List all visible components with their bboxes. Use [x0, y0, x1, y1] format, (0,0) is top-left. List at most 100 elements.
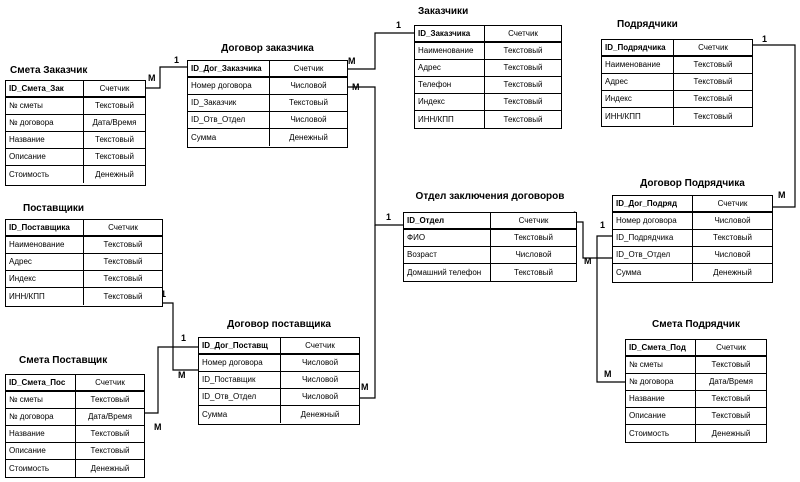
card-many-label: M — [361, 382, 369, 392]
entity-title: Договор поставщика — [227, 319, 331, 330]
field-type: Текстовый — [90, 446, 130, 455]
field-name: Наименование — [602, 57, 674, 73]
field-name: № договора — [6, 115, 84, 131]
entity-title: Договор Подрядчика — [640, 178, 745, 189]
field-type: Счетчик — [508, 28, 538, 38]
field-type: Счетчик — [698, 42, 728, 52]
card-many-label: M — [778, 190, 786, 200]
field-name: Номер договора — [199, 355, 281, 371]
field-type: Текстовый — [693, 94, 733, 103]
field-type: Текстовый — [711, 394, 751, 403]
field-name: ИНН/КПП — [415, 111, 485, 128]
field-type: Числовой — [714, 216, 751, 225]
field-name: Наименование — [415, 43, 485, 59]
field-name: ID_Отв_Отдел — [199, 389, 281, 405]
field-type: Дата/Время — [87, 412, 132, 421]
table-row: ИНН/КПП Текстовый — [415, 111, 561, 128]
card-many-label: M — [584, 256, 592, 266]
field-name: Название — [6, 426, 76, 442]
field-name: Сумма — [188, 129, 270, 146]
field-name: Стоимость — [6, 460, 76, 477]
field-name: ID_Отв_Отдел — [613, 247, 693, 263]
entity-title: Договор заказчика — [221, 43, 314, 54]
card-one-label: 1 — [161, 289, 167, 299]
field-type: Текстовый — [503, 80, 543, 89]
entity-title: Смета Заказчик — [10, 65, 88, 76]
field-type: Текстовый — [711, 411, 751, 420]
card-many-label: M — [352, 82, 360, 92]
field-name: Номер договора — [613, 213, 693, 229]
entity-title: Подрядчики — [617, 19, 678, 30]
field-type: Текстовый — [503, 97, 543, 106]
field-name: ID_Дог_Заказчика — [188, 61, 270, 76]
field-name: Наименование — [6, 237, 84, 253]
field-type: Числовой — [301, 392, 339, 401]
field-name: Возраст — [404, 247, 491, 263]
link-otdel-dogovor-zakazchika — [347, 86, 403, 226]
field-type: Дата/Время — [92, 118, 137, 127]
link-postavshchiki-dogovor-postavshchika — [163, 302, 198, 371]
field-type: Текстовый — [95, 152, 134, 161]
card-one-label: 1 — [174, 55, 180, 65]
field-type: Дата/Время — [708, 377, 753, 386]
field-name: ID_Смета_Зак — [6, 81, 84, 96]
field-type: Текстовый — [713, 233, 752, 242]
field-type: Числовой — [515, 250, 552, 259]
table-row: Сумма Денежный — [188, 129, 347, 146]
field-type: Текстовый — [289, 98, 328, 107]
field-name: ID_Отв_Отдел — [188, 112, 270, 128]
field-type: Текстовый — [503, 114, 543, 124]
entity-title: Смета Поставщик — [19, 355, 108, 366]
field-type: Текстовый — [503, 63, 543, 72]
card-one-label: 1 — [762, 34, 768, 44]
card-one-label: 1 — [386, 212, 392, 222]
table-row: Стоимость Денежный — [626, 425, 766, 442]
field-name: ID_Поставщик — [199, 372, 281, 388]
field-type: Текстовый — [103, 274, 143, 283]
table-row: Индекс Текстовый — [415, 94, 561, 111]
field-name: Индекс — [415, 94, 485, 110]
field-type: Текстовый — [514, 267, 553, 277]
entity-title: Заказчики — [418, 6, 469, 17]
field-type: Числовой — [290, 115, 327, 124]
field-type: Денежный — [711, 428, 751, 438]
field-type: Счетчик — [518, 215, 549, 225]
field-name: ID_Дог_Подряд — [613, 196, 693, 211]
field-name: № сметы — [6, 98, 84, 114]
field-name: Стоимость — [626, 425, 696, 442]
field-name: Стоимость — [6, 166, 84, 183]
field-type: Денежный — [289, 132, 328, 142]
